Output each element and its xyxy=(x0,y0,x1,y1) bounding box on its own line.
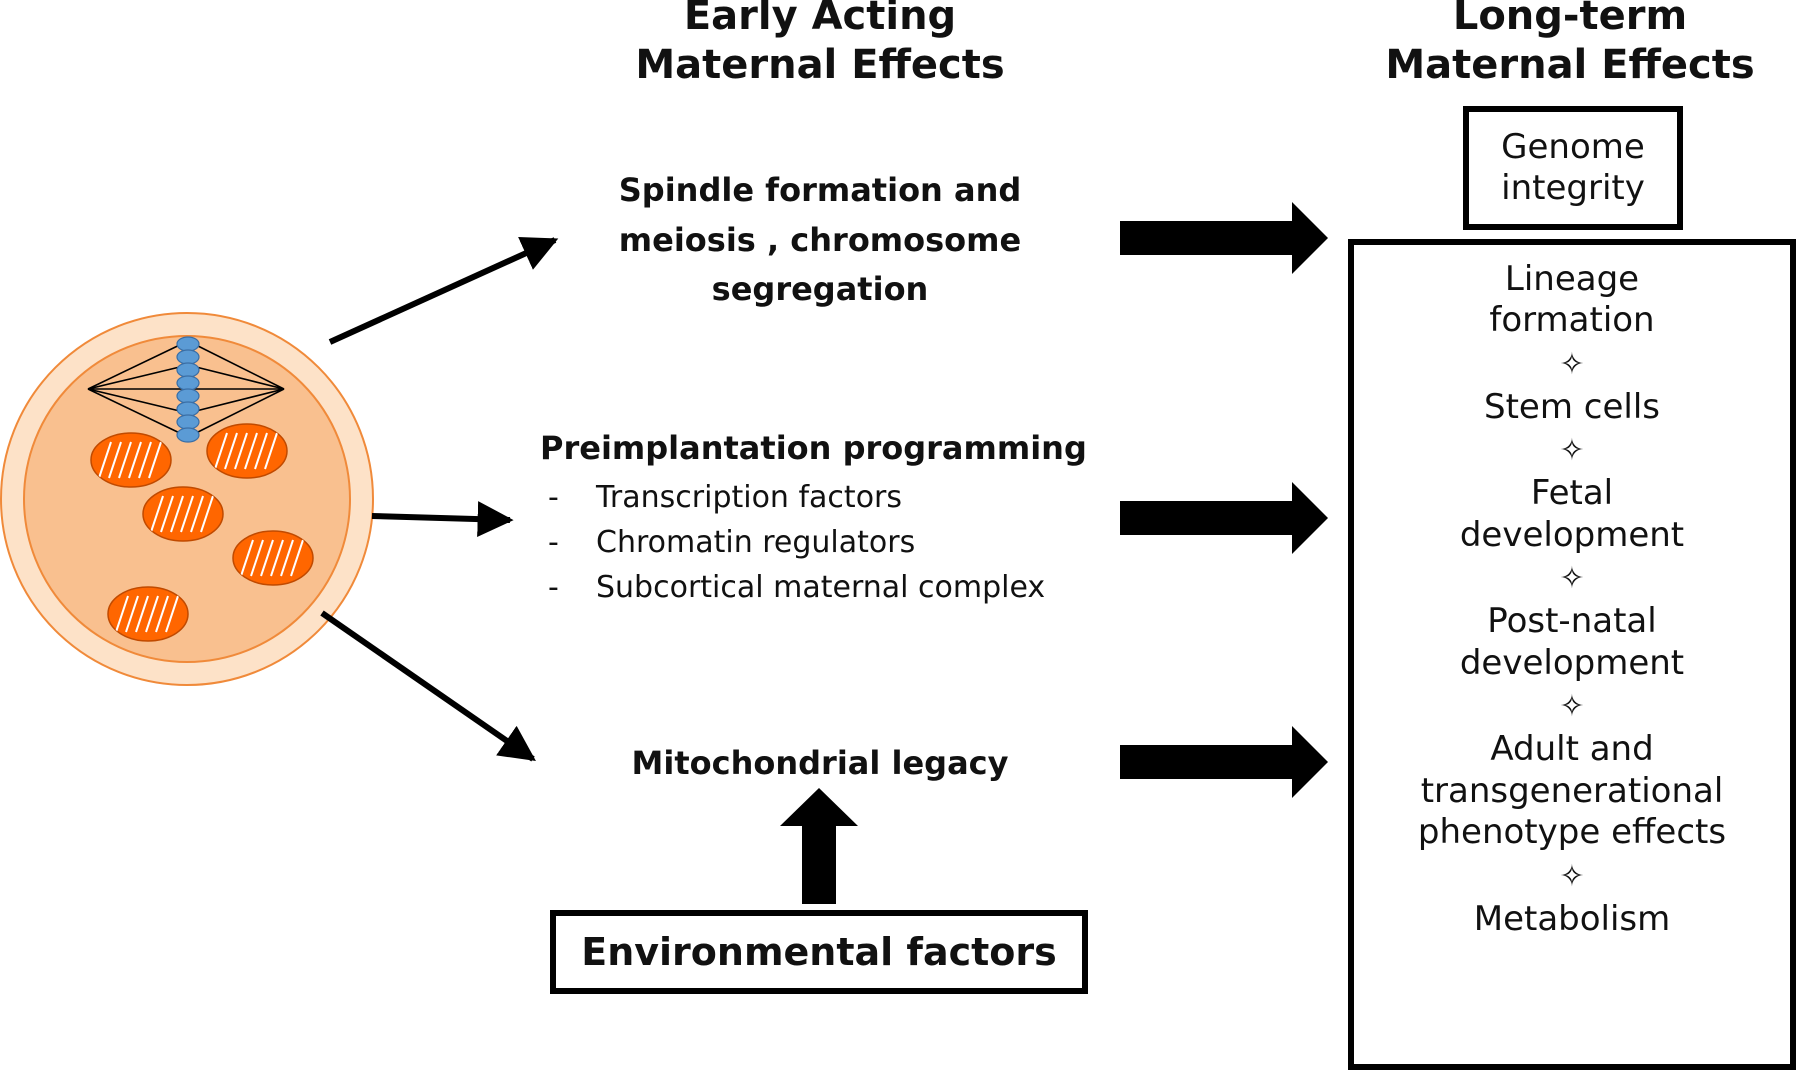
separator-star-icon: ✧ xyxy=(1559,689,1585,725)
bullet-subcortical-maternal-complex: - Subcortical maternal complex xyxy=(548,570,1045,605)
mitochondrion xyxy=(232,530,314,586)
spindle-line-2: meiosis , chromosome xyxy=(618,220,1022,259)
list-item-fetal-development: Fetal development xyxy=(1354,473,1790,556)
separator-star-icon: ✧ xyxy=(1559,561,1585,597)
long-term-effects-box: Lineage formation ✧ Stem cells ✧ Fetal d… xyxy=(1348,239,1796,1070)
block-arrow-preimplantation xyxy=(1120,482,1328,554)
list-item-line: Adult and xyxy=(1490,729,1654,770)
list-item-line: Fetal xyxy=(1530,473,1614,514)
long-header-line-2: Maternal Effects xyxy=(1385,41,1755,88)
arrow-to-mitochondrial xyxy=(320,610,536,762)
mitochondrion xyxy=(142,486,224,542)
mitochondrial-legacy-label: Mitochondrial legacy xyxy=(631,744,1009,782)
list-item-lineage-formation: Lineage formation xyxy=(1354,259,1790,342)
early-header-line-1: Early Acting xyxy=(683,0,957,39)
long-term-effects-header: Long-term Maternal Effects xyxy=(1370,0,1770,90)
oocyte-cell xyxy=(0,312,374,686)
list-item-line: Lineage xyxy=(1504,259,1640,299)
separator-star-icon: ✧ xyxy=(1559,858,1585,894)
bullet-transcription-factors: - Transcription factors xyxy=(548,480,902,515)
early-header-line-2: Maternal Effects xyxy=(635,41,1005,88)
bullet-marker: - xyxy=(548,570,559,605)
spindle-line-1: Spindle formation and xyxy=(618,171,1022,209)
bullet-text: Transcription factors xyxy=(596,480,903,515)
genome-line-2: integrity xyxy=(1501,168,1645,208)
arrow-to-preimplantation xyxy=(371,501,514,538)
separator-star-icon: ✧ xyxy=(1559,433,1585,469)
list-item-line: development xyxy=(1459,642,1685,683)
meiotic-spindle xyxy=(87,340,285,438)
block-arrow-environment xyxy=(780,788,858,904)
chromosomes xyxy=(176,336,200,443)
list-item-line: Stem cells xyxy=(1484,386,1660,427)
arrow-to-spindle xyxy=(328,236,559,345)
genome-line-1: Genome xyxy=(1501,126,1645,167)
mitochondrion xyxy=(90,432,172,488)
environmental-factors-box: Environmental factors xyxy=(550,910,1088,994)
long-term-effects-list: Lineage formation ✧ Stem cells ✧ Fetal d… xyxy=(1354,259,1790,940)
early-effects-header: Early Acting Maternal Effects xyxy=(560,0,1080,90)
genome-integrity-box: Genome integrity xyxy=(1463,106,1683,230)
bullet-marker: - xyxy=(548,480,559,515)
list-item-stem-cells: Stem cells xyxy=(1354,387,1790,428)
separator-star-icon: ✧ xyxy=(1559,346,1585,382)
bullet-text: Subcortical maternal complex xyxy=(596,570,1046,605)
list-item-line: formation xyxy=(1489,300,1655,341)
mitochondrion xyxy=(206,423,288,479)
list-item-adult-transgenerational: Adult and transgenerational phenotype ef… xyxy=(1354,729,1790,853)
mitochondrion xyxy=(107,586,189,642)
environmental-factors-label: Environmental factors xyxy=(581,930,1057,974)
preimplantation-title: Preimplantation programming xyxy=(540,429,1087,467)
list-item-line: phenotype effects xyxy=(1417,812,1727,853)
list-item-metabolism: Metabolism xyxy=(1354,899,1790,940)
list-item-line: transgenerational xyxy=(1420,770,1724,811)
list-item-post-natal-development: Post-natal development xyxy=(1354,601,1790,684)
list-item-line: development xyxy=(1459,514,1685,555)
block-arrow-mitochondrial xyxy=(1120,726,1328,798)
bullet-marker: - xyxy=(548,525,559,560)
long-header-line-1: Long-term xyxy=(1452,0,1688,39)
block-arrow-spindle xyxy=(1120,202,1328,274)
spindle-formation-label: Spindle formation and meiosis , chromoso… xyxy=(560,166,1080,315)
bullet-text: Chromatin regulators xyxy=(596,525,916,560)
list-item-line: Post-natal xyxy=(1487,601,1657,642)
list-item-line: Metabolism xyxy=(1473,898,1671,939)
bullet-chromatin-regulators: - Chromatin regulators xyxy=(548,525,915,560)
spindle-line-3: segregation xyxy=(711,270,929,309)
